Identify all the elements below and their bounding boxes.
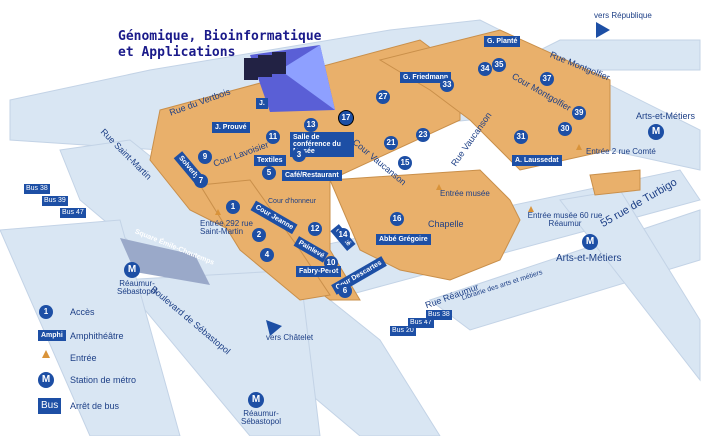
entree-musee-60: Entrée musée 60 rue Réaumur <box>527 211 603 228</box>
jprouve-label: J. Prouvé <box>212 122 250 133</box>
bus-20: Bus 20 <box>390 326 416 336</box>
access-17: 17 <box>338 110 354 126</box>
plante-label: G. Planté <box>484 36 521 47</box>
entrance-markers <box>42 144 582 358</box>
metro-reaumur: Réaumur-Sébastopol <box>116 279 158 296</box>
access-10: 10 <box>324 256 338 270</box>
access-33: 33 <box>440 78 454 92</box>
access-6: 6 <box>338 284 352 298</box>
logo-arrow <box>244 45 335 112</box>
access-13: 13 <box>304 118 318 132</box>
entree-comte: Entrée 2 rue Comté <box>586 147 656 156</box>
access-5: 5 <box>262 166 276 180</box>
textiles-label: Textiles <box>254 155 286 166</box>
access-27: 27 <box>376 90 390 104</box>
map-title-line2: et Applications <box>118 45 236 60</box>
j-label: J. <box>256 98 268 109</box>
abbe-gregoire-label: Abbé Grégoire <box>376 234 431 245</box>
legend-amphi: Amphithéâtre <box>70 331 124 341</box>
metro-reaumur-icon: M <box>124 262 140 278</box>
chapelle-label: Chapelle <box>428 219 464 229</box>
metro-arts-metiers-2-icon: M <box>582 234 598 250</box>
square-area <box>120 238 210 285</box>
metro-arts-metiers: Arts-et-Métiers <box>636 111 696 121</box>
access-9: 9 <box>198 150 212 164</box>
access-34: 34 <box>478 62 492 76</box>
access-15: 15 <box>398 156 412 170</box>
legend-metro: Station de métro <box>70 375 137 385</box>
access-7: 7 <box>194 174 208 188</box>
bus-38b: Bus 38 <box>426 310 452 320</box>
entree-292: Entrée 292 rue Saint-Martin <box>200 219 253 236</box>
access-1: 1 <box>226 200 240 214</box>
access-23: 23 <box>416 128 430 142</box>
legend-metro-icon: M <box>38 372 54 388</box>
access-12: 12 <box>308 222 322 236</box>
fabry-perot-label: Fabry-Perot <box>296 266 342 277</box>
metro-reaumur-2: Réaumur-Sébastopol <box>240 409 282 426</box>
direction-republique: vers République <box>594 11 652 20</box>
legend-bus: Arrêt de bus <box>70 401 120 411</box>
access-2: 2 <box>252 228 266 242</box>
legend-acces-icon: 1 <box>39 305 53 319</box>
access-14: 14 <box>336 228 350 242</box>
access-39: 39 <box>572 106 586 120</box>
map-title-line1: Génomique, Bioinformatique <box>118 29 322 44</box>
bus-38: Bus 38 <box>24 184 50 194</box>
access-3: 3 <box>292 148 306 162</box>
access-31: 31 <box>514 130 528 144</box>
laussedat-label: A. Laussedat <box>512 155 562 166</box>
legend-bus-tag: Bus <box>38 398 62 414</box>
metro-arts-metiers-icon: M <box>648 124 664 140</box>
legend-amphi-tag: Amphi <box>38 330 66 341</box>
bus-39: Bus 39 <box>42 196 68 206</box>
access-21: 21 <box>384 136 398 150</box>
legend-entree: Entrée <box>70 353 97 363</box>
metro-reaumur-2-icon: M <box>248 392 264 408</box>
access-16: 16 <box>390 212 404 226</box>
entree-musee: Entrée musée <box>440 189 490 198</box>
friedmann-label: G. Friedmann <box>400 72 452 83</box>
cafe-restaurant: Café/Restaurant <box>282 170 342 181</box>
bus-47b: Bus 47 <box>408 318 434 328</box>
access-37: 37 <box>540 72 554 86</box>
legend-acces: Accès <box>70 307 95 317</box>
metro-arts-metiers-2: Arts-et-Métiers <box>556 253 622 264</box>
access-35: 35 <box>492 58 506 72</box>
access-4: 4 <box>260 248 274 262</box>
street-cour-honneur: Cour d'honneur <box>268 198 317 205</box>
access-11: 11 <box>266 130 280 144</box>
direction-arrows <box>266 22 610 336</box>
access-30: 30 <box>558 122 572 136</box>
direction-chatelet: vers Châtelet <box>266 333 314 342</box>
bus-47: Bus 47 <box>60 208 86 218</box>
